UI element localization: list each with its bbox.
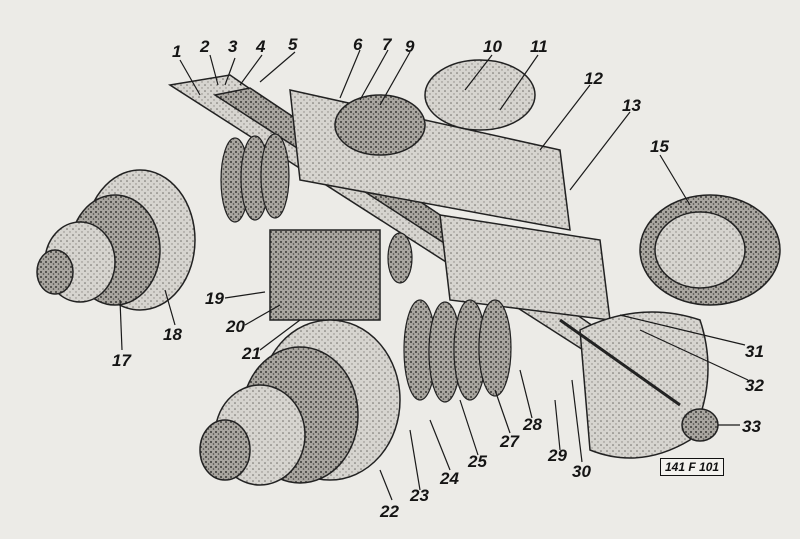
callout-21: 21 bbox=[242, 344, 261, 363]
callout-2: 2 bbox=[200, 37, 210, 56]
callout-28: 28 bbox=[523, 415, 542, 434]
callout-18: 18 bbox=[163, 325, 182, 344]
callout-3: 3 bbox=[228, 37, 238, 56]
callout-22: 22 bbox=[380, 502, 399, 521]
callout-15: 15 bbox=[650, 137, 669, 156]
callout-33: 33 bbox=[742, 417, 761, 436]
callout-20: 20 bbox=[226, 317, 245, 336]
front-bellows bbox=[403, 299, 512, 403]
front-differential bbox=[269, 214, 611, 321]
rear-axle-housing bbox=[289, 59, 781, 306]
callout-4: 4 bbox=[256, 37, 266, 56]
callout-23: 23 bbox=[410, 486, 429, 505]
callout-25: 25 bbox=[468, 452, 487, 471]
tie-rod bbox=[559, 318, 681, 407]
callout-17: 17 bbox=[112, 351, 131, 370]
callout-24: 24 bbox=[440, 469, 459, 488]
callout-29: 29 bbox=[548, 446, 567, 465]
callout-6: 6 bbox=[353, 35, 363, 54]
callout-12: 12 bbox=[584, 69, 603, 88]
callout-32: 32 bbox=[745, 376, 764, 395]
callout-11: 11 bbox=[530, 37, 548, 56]
callout-5: 5 bbox=[288, 35, 298, 54]
callout-27: 27 bbox=[500, 432, 519, 451]
callout-1: 1 bbox=[172, 42, 182, 61]
front-wheel-hub bbox=[199, 319, 401, 486]
leader-lines bbox=[119, 49, 749, 501]
right-brake-drum bbox=[579, 311, 719, 459]
callout-19: 19 bbox=[205, 289, 224, 308]
figure-code: 141 F 101 bbox=[660, 458, 725, 476]
callout-9: 9 bbox=[405, 37, 415, 56]
callout-13: 13 bbox=[622, 96, 641, 115]
left-wheel-hub bbox=[36, 169, 196, 311]
callout-30: 30 bbox=[572, 462, 591, 481]
callout-10: 10 bbox=[483, 37, 502, 56]
callout-31: 31 bbox=[745, 342, 764, 361]
middle-bellows bbox=[220, 133, 413, 284]
callout-7: 7 bbox=[382, 35, 392, 54]
